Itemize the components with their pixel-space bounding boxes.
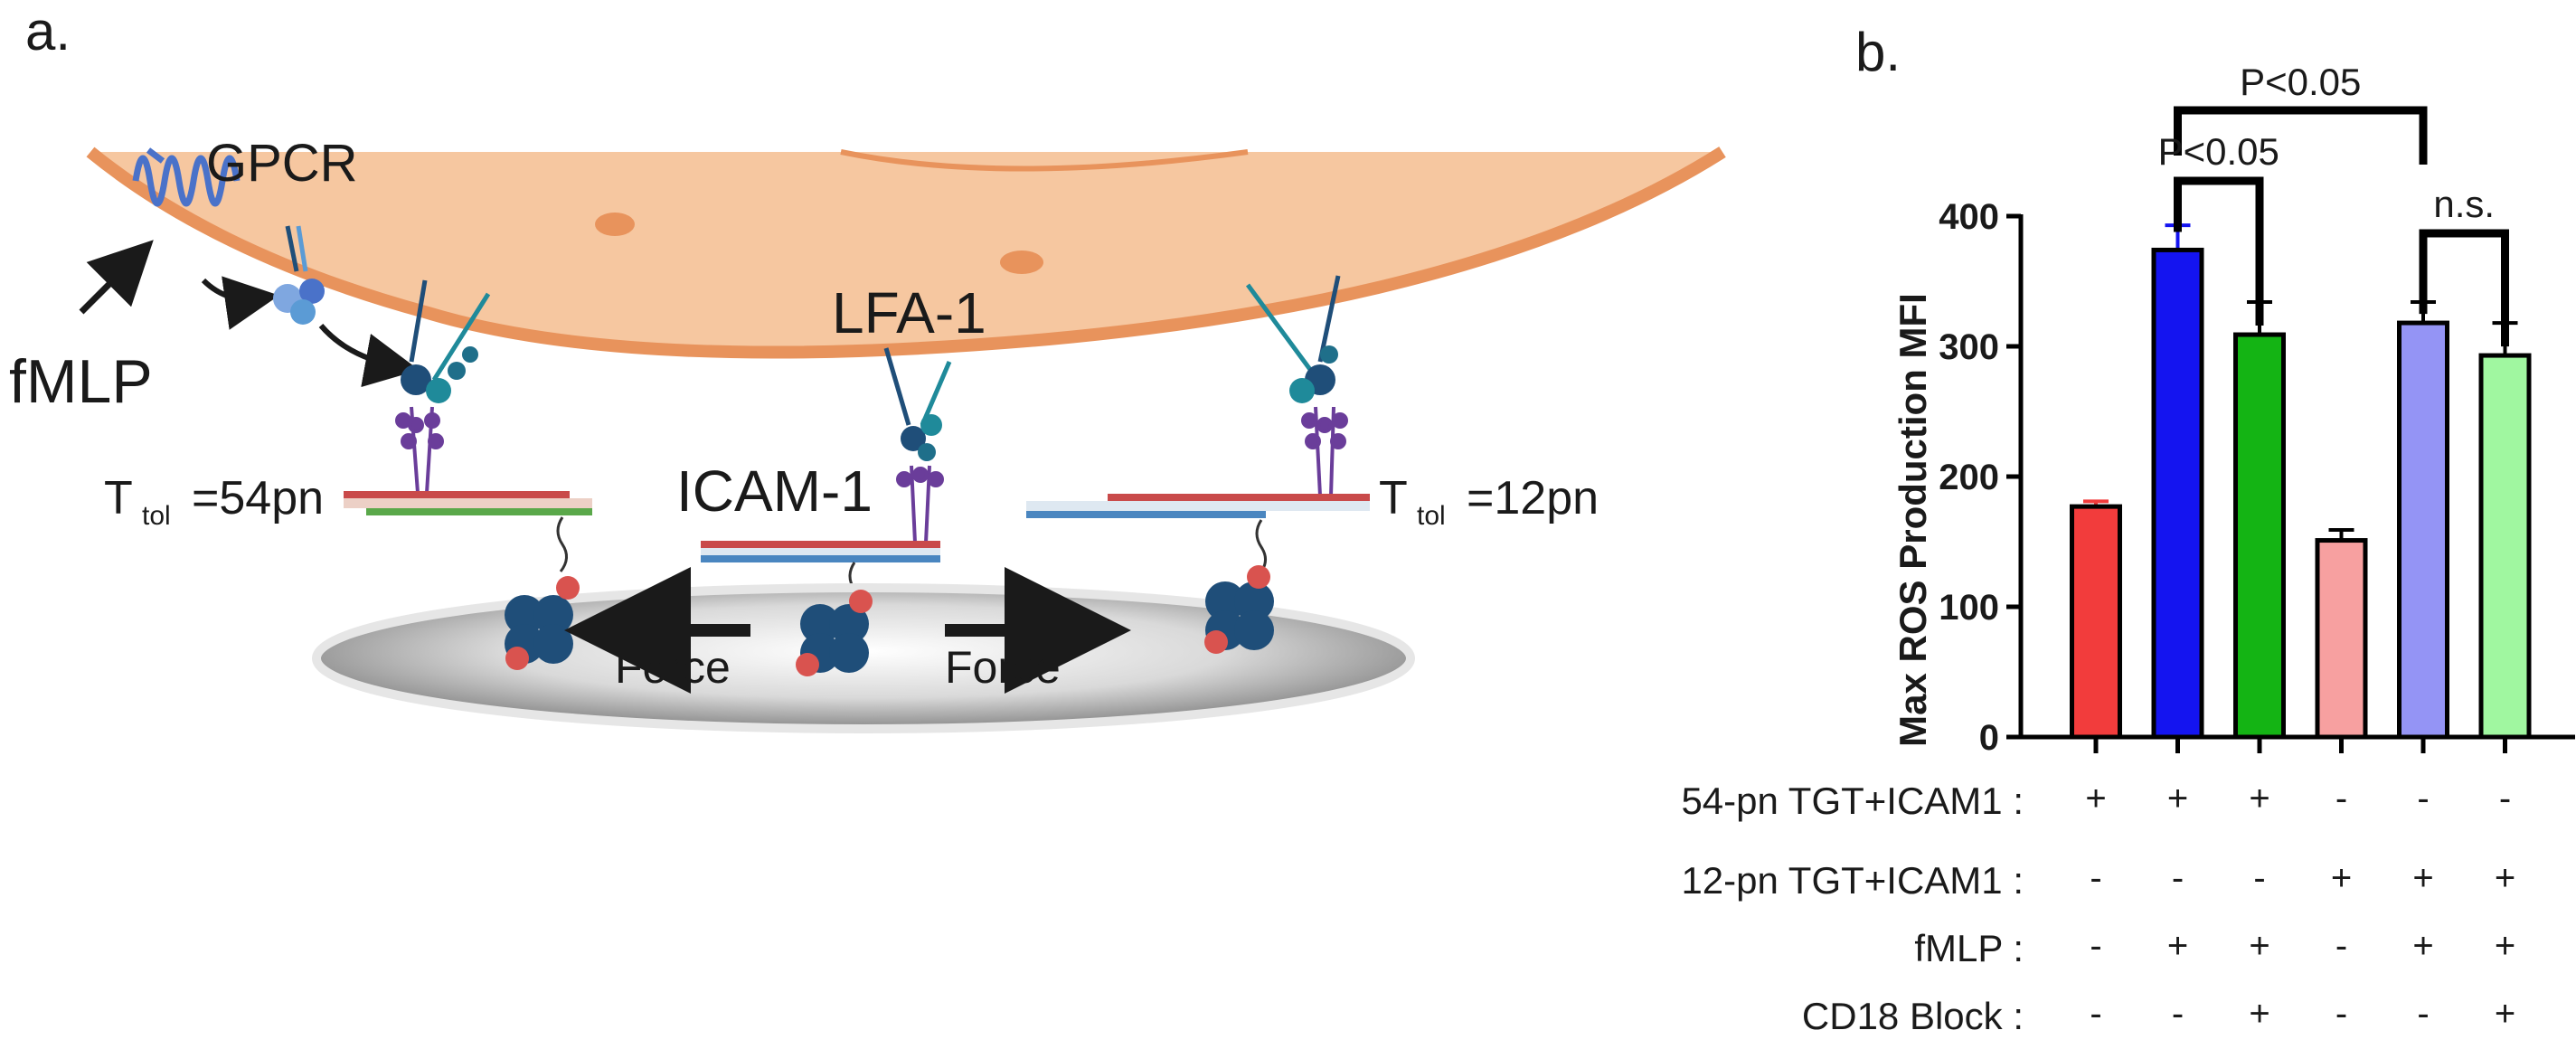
fmlp-label: fMLP bbox=[9, 347, 153, 416]
bar bbox=[2478, 353, 2532, 740]
dna-probe-center bbox=[701, 541, 940, 562]
linker bbox=[1255, 519, 1267, 575]
condition-sign: + bbox=[2495, 926, 2515, 966]
condition-label: fMLP : bbox=[1914, 927, 2024, 969]
condition-sign: - bbox=[2172, 994, 2184, 1034]
linker bbox=[556, 516, 568, 572]
condition-sign: - bbox=[2090, 994, 2101, 1034]
icam1-center-icon bbox=[896, 465, 944, 543]
ttol-54-value: =54pn bbox=[192, 472, 324, 524]
condition-sign: + bbox=[2412, 926, 2433, 966]
significance-bracket bbox=[2174, 106, 2428, 165]
organelle bbox=[1000, 250, 1043, 274]
panel-a-label: a. bbox=[25, 1, 71, 61]
organelle bbox=[595, 213, 635, 236]
condition-sign: + bbox=[2249, 926, 2269, 966]
dna-tension-gauge-12pn bbox=[1026, 494, 1370, 518]
ttol-12-sub: tol bbox=[1417, 501, 1446, 531]
cell-body bbox=[90, 152, 1722, 353]
y-tick-label: 300 bbox=[1939, 327, 1999, 367]
condition-sign: + bbox=[2249, 994, 2269, 1034]
y-tick-label: 400 bbox=[1939, 197, 1999, 237]
condition-sign: + bbox=[2249, 779, 2269, 818]
force-right-label: Force bbox=[945, 642, 1061, 693]
condition-sign: - bbox=[2090, 926, 2101, 966]
signal-arrow-icon bbox=[201, 276, 279, 330]
condition-label: 12-pn TGT+ICAM1 : bbox=[1681, 859, 2024, 902]
condition-sign: + bbox=[2085, 779, 2106, 818]
streptavidin-right-icon bbox=[1204, 565, 1274, 654]
gpcr-icon bbox=[132, 147, 241, 207]
icam1-left-icon bbox=[395, 406, 444, 494]
condition-sign: + bbox=[2412, 858, 2433, 898]
condition-sign: - bbox=[2172, 858, 2184, 898]
bar bbox=[2397, 320, 2449, 740]
lfa1-integrin-left-icon bbox=[401, 279, 491, 403]
dna-tension-gauge-54pn bbox=[344, 491, 592, 515]
y-tick-label: 0 bbox=[1979, 718, 1999, 758]
condition-sign: - bbox=[2253, 858, 2265, 898]
y-ticks: 0 100 200 300 400 bbox=[1939, 197, 2021, 758]
icam1-right-icon bbox=[1301, 406, 1348, 496]
fmlp-arrow-icon bbox=[79, 240, 154, 315]
significance-label: P<0.05 bbox=[2240, 61, 2361, 103]
y-tick-label: 200 bbox=[1939, 458, 1999, 497]
significance-brackets: P<0.05P<0.05n.s. bbox=[2158, 61, 2509, 347]
condition-sign: - bbox=[2417, 994, 2429, 1034]
signal-arrow-icon bbox=[318, 324, 420, 388]
panel-a: a. GPCR fMLP bbox=[9, 1, 1726, 733]
condition-sign: - bbox=[2335, 994, 2347, 1034]
lfa1-integrin-right-icon bbox=[1245, 275, 1341, 403]
ttol-54-t: T bbox=[104, 472, 133, 524]
panel-b-label: b. bbox=[1855, 22, 1901, 82]
condition-sign: + bbox=[2495, 858, 2515, 898]
icam1-label: ICAM-1 bbox=[676, 458, 873, 524]
ttol-12-value: =12pn bbox=[1467, 472, 1599, 524]
streptavidin-left-icon bbox=[505, 576, 580, 670]
ttol-12-t: T bbox=[1379, 472, 1408, 524]
significance-label: P<0.05 bbox=[2158, 130, 2279, 173]
force-left-label: Force bbox=[615, 642, 731, 693]
lfa1-label: LFA-1 bbox=[832, 280, 986, 345]
bar bbox=[2315, 538, 2368, 740]
gpcr-label: GPCR bbox=[206, 134, 358, 193]
streptavidin-center-icon bbox=[796, 590, 873, 676]
condition-label: CD18 Block : bbox=[1802, 995, 2024, 1037]
ttol-54-sub: tol bbox=[142, 501, 171, 531]
condition-sign: - bbox=[2090, 858, 2101, 898]
panel-b: b. Max ROS Production MFI 0100200300400 … bbox=[1681, 22, 2575, 1037]
bar bbox=[2070, 504, 2122, 740]
y-tick-label: 100 bbox=[1939, 588, 1999, 628]
bar bbox=[2233, 332, 2286, 740]
condition-sign: + bbox=[2167, 926, 2188, 966]
condition-sign: - bbox=[2335, 926, 2347, 966]
bar bbox=[2151, 247, 2204, 740]
significance-bracket bbox=[2419, 229, 2509, 347]
y-axis-label: Max ROS Production MFI bbox=[1892, 293, 1934, 747]
condition-sign: - bbox=[2417, 779, 2429, 818]
condition-label: 54-pn TGT+ICAM1 : bbox=[1681, 780, 2024, 822]
condition-sign: - bbox=[2335, 779, 2347, 818]
g-protein-icon bbox=[273, 225, 325, 325]
lfa1-integrin-center-icon bbox=[883, 347, 952, 461]
significance-bracket bbox=[2174, 176, 2264, 326]
condition-sign: + bbox=[2167, 779, 2188, 818]
bars bbox=[2070, 223, 2532, 753]
condition-sign: + bbox=[2331, 858, 2352, 898]
condition-table: 54-pn TGT+ICAM1 : + + + - - - 12-pn TGT+ICAM1 :… bbox=[1681, 779, 2515, 1037]
condition-sign: - bbox=[2499, 779, 2511, 818]
significance-label: n.s. bbox=[2433, 183, 2495, 225]
nucleus-edge bbox=[840, 149, 1249, 172]
condition-sign: + bbox=[2495, 994, 2515, 1034]
cell-membrane bbox=[86, 146, 1726, 359]
